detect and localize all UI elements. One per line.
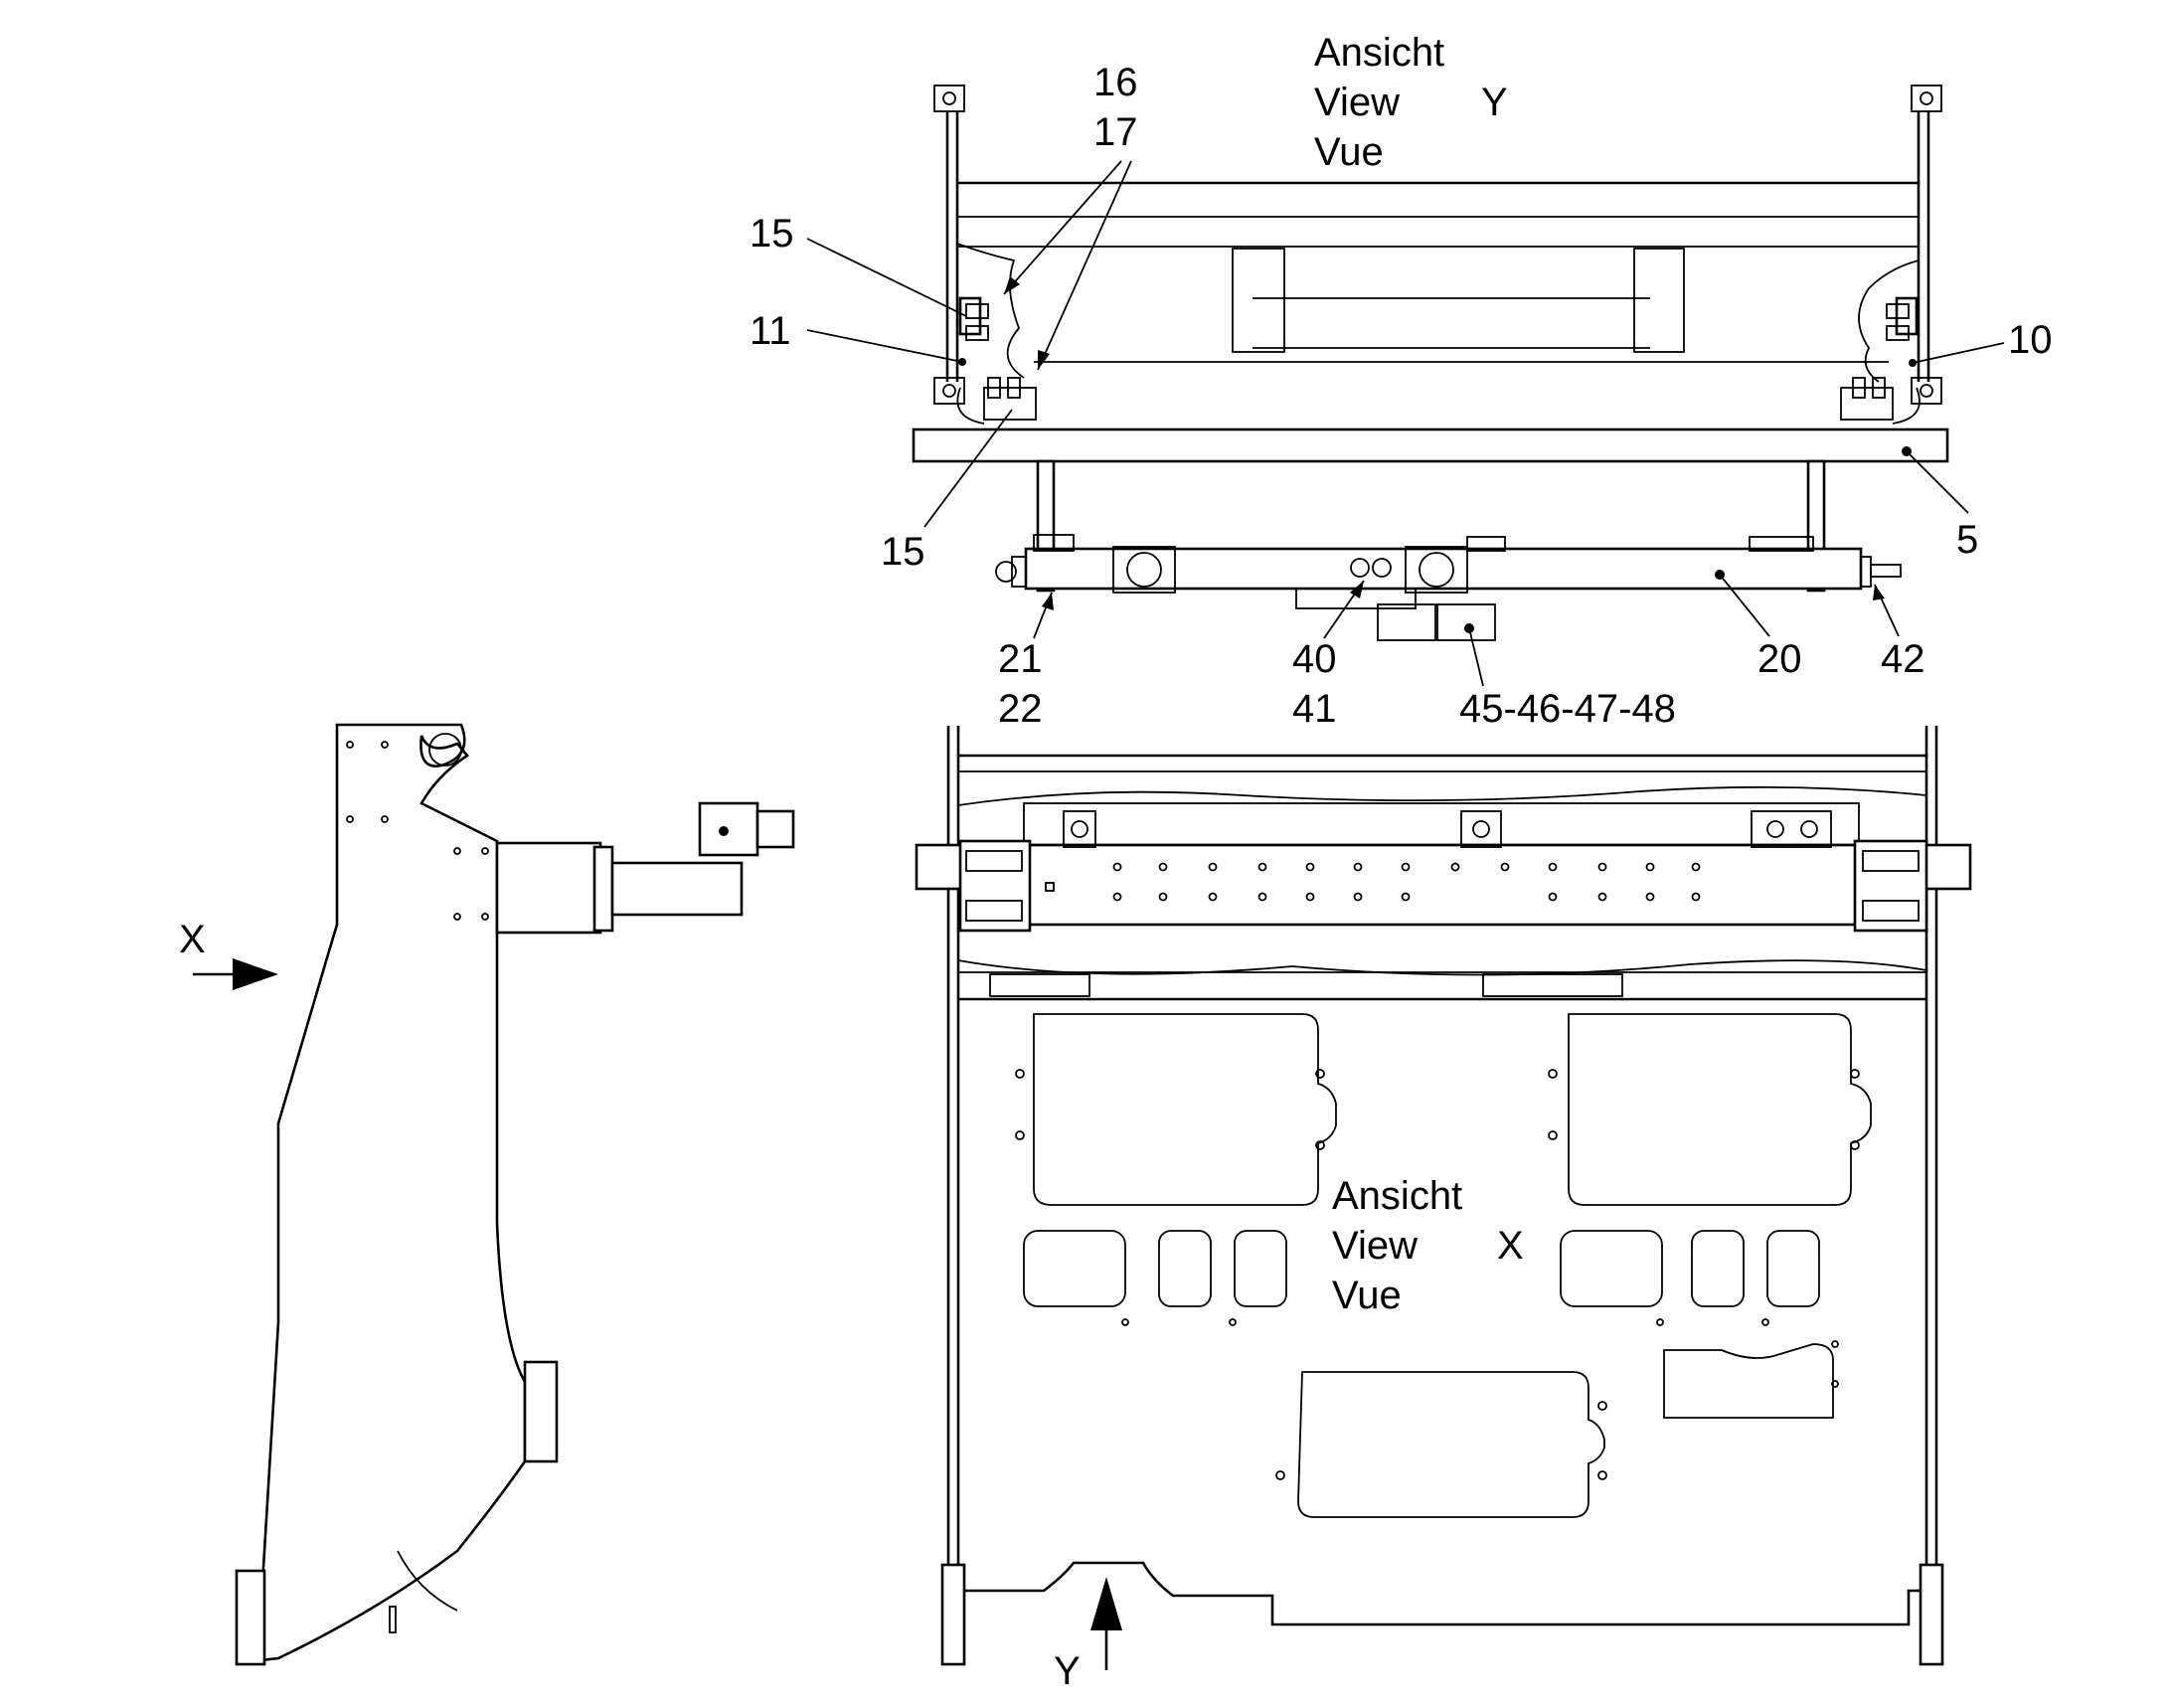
break-line-left [956,243,1025,379]
callout-15-lower: 15 [881,530,925,574]
beam-bolt-hole [1158,892,1168,902]
break-line-right [1858,259,1920,383]
beam-bolt-hole [1597,892,1607,902]
cutout-bottom-center [1297,1371,1605,1518]
front-beam-plate [1020,843,1865,927]
beam-bolt-hole [1208,892,1218,902]
beam-bolt-hole [1691,862,1701,872]
beam-bolt-hole [1597,862,1607,872]
view-y-letter: Y [1481,81,1508,124]
right-bolt-block [1895,296,1919,336]
beam-bolt-hole [1353,892,1363,902]
callout-41: 41 [1292,687,1337,731]
callout-22: 22 [998,687,1043,731]
beam-bolt-hole [1208,862,1218,872]
front-left-end-block [958,839,1032,933]
leader-15-upper [806,238,967,317]
beam-bolt-hole [1500,862,1510,872]
leader-10 [1912,342,2005,364]
leader-15-lower [923,409,1013,528]
side-bracket [495,841,602,935]
callout-16: 16 [1093,61,1138,104]
leader-11 [806,329,963,363]
leader-20 [1719,574,1770,637]
cutout-bottom-right [1663,1343,1834,1419]
view-x-ansicht: Ansicht [1332,1174,1462,1218]
beam-bolt-hole [1401,862,1411,872]
view-x-letter: X [1497,1224,1524,1268]
side-cylinder [610,861,744,917]
left-upright-top-tab [933,85,965,112]
view-x-drawing [915,726,1972,1666]
front-right-end-block [1853,839,1928,933]
beam-bolt-hole [1257,862,1267,872]
view-y-view: View [1314,81,1400,124]
beam-bolt-hole [1112,892,1122,902]
beam-bolt-hole [1158,862,1168,872]
arrow-x-head [233,958,278,990]
callout-10: 10 [2008,318,2053,362]
leader-17 [1037,160,1132,371]
leader-5 [1906,450,1969,514]
main-crossbar [912,427,1949,463]
arrow-y-head [1090,1577,1122,1630]
callout-21: 21 [998,637,1043,681]
beam-bolt-row [1112,862,1701,902]
callout-5: 5 [1956,518,1978,562]
callout-17: 17 [1093,110,1138,154]
view-x-vue: Vue [1332,1274,1402,1317]
view-y-drawing [912,85,1949,641]
beam-bolt-hole [1548,892,1558,902]
left-bolt-block [958,296,982,336]
beam-bolt-hole [1257,892,1267,902]
view-y-ansicht: Ansicht [1314,31,1444,75]
arrow-x-label: X [179,918,206,961]
side-tab-lower [523,1360,559,1463]
side-view-drawing [235,723,795,1666]
beam-bolt-hole [1112,862,1122,872]
beam-bolt-hole [1305,892,1315,902]
callout-40: 40 [1292,637,1337,681]
beam-bolt-hole [1645,862,1655,872]
beam-bolt-hole [1401,892,1411,902]
view-y-vue: Vue [1314,130,1384,174]
cutout-top-right [1568,1013,1872,1206]
beam-bolt-hole [1548,862,1558,872]
cutout-mid-left-large [1023,1230,1126,1307]
cutout-top-left [1033,1013,1337,1206]
beam-bolt-hole [1353,862,1363,872]
view-x-view: View [1332,1224,1418,1268]
hook-eye [428,733,462,767]
side-frame-outline [240,723,527,1664]
callout-45-48: 45-46-47-48 [1459,687,1676,731]
callout-15-upper: 15 [750,212,794,256]
beam-bolt-hole [1305,862,1315,872]
callout-11: 11 [750,309,791,353]
callout-20: 20 [1757,637,1802,681]
callout-42: 42 [1881,637,1925,681]
beam-bolt-hole [1450,862,1460,872]
right-upright-top-tab [1911,85,1942,112]
arrow-y-label: Y [1054,1649,1081,1693]
leader-16 [1003,160,1122,295]
leader-45-48 [1468,627,1484,687]
beam-bolt-hole [1645,892,1655,902]
beam-bolt-hole [1691,892,1701,902]
